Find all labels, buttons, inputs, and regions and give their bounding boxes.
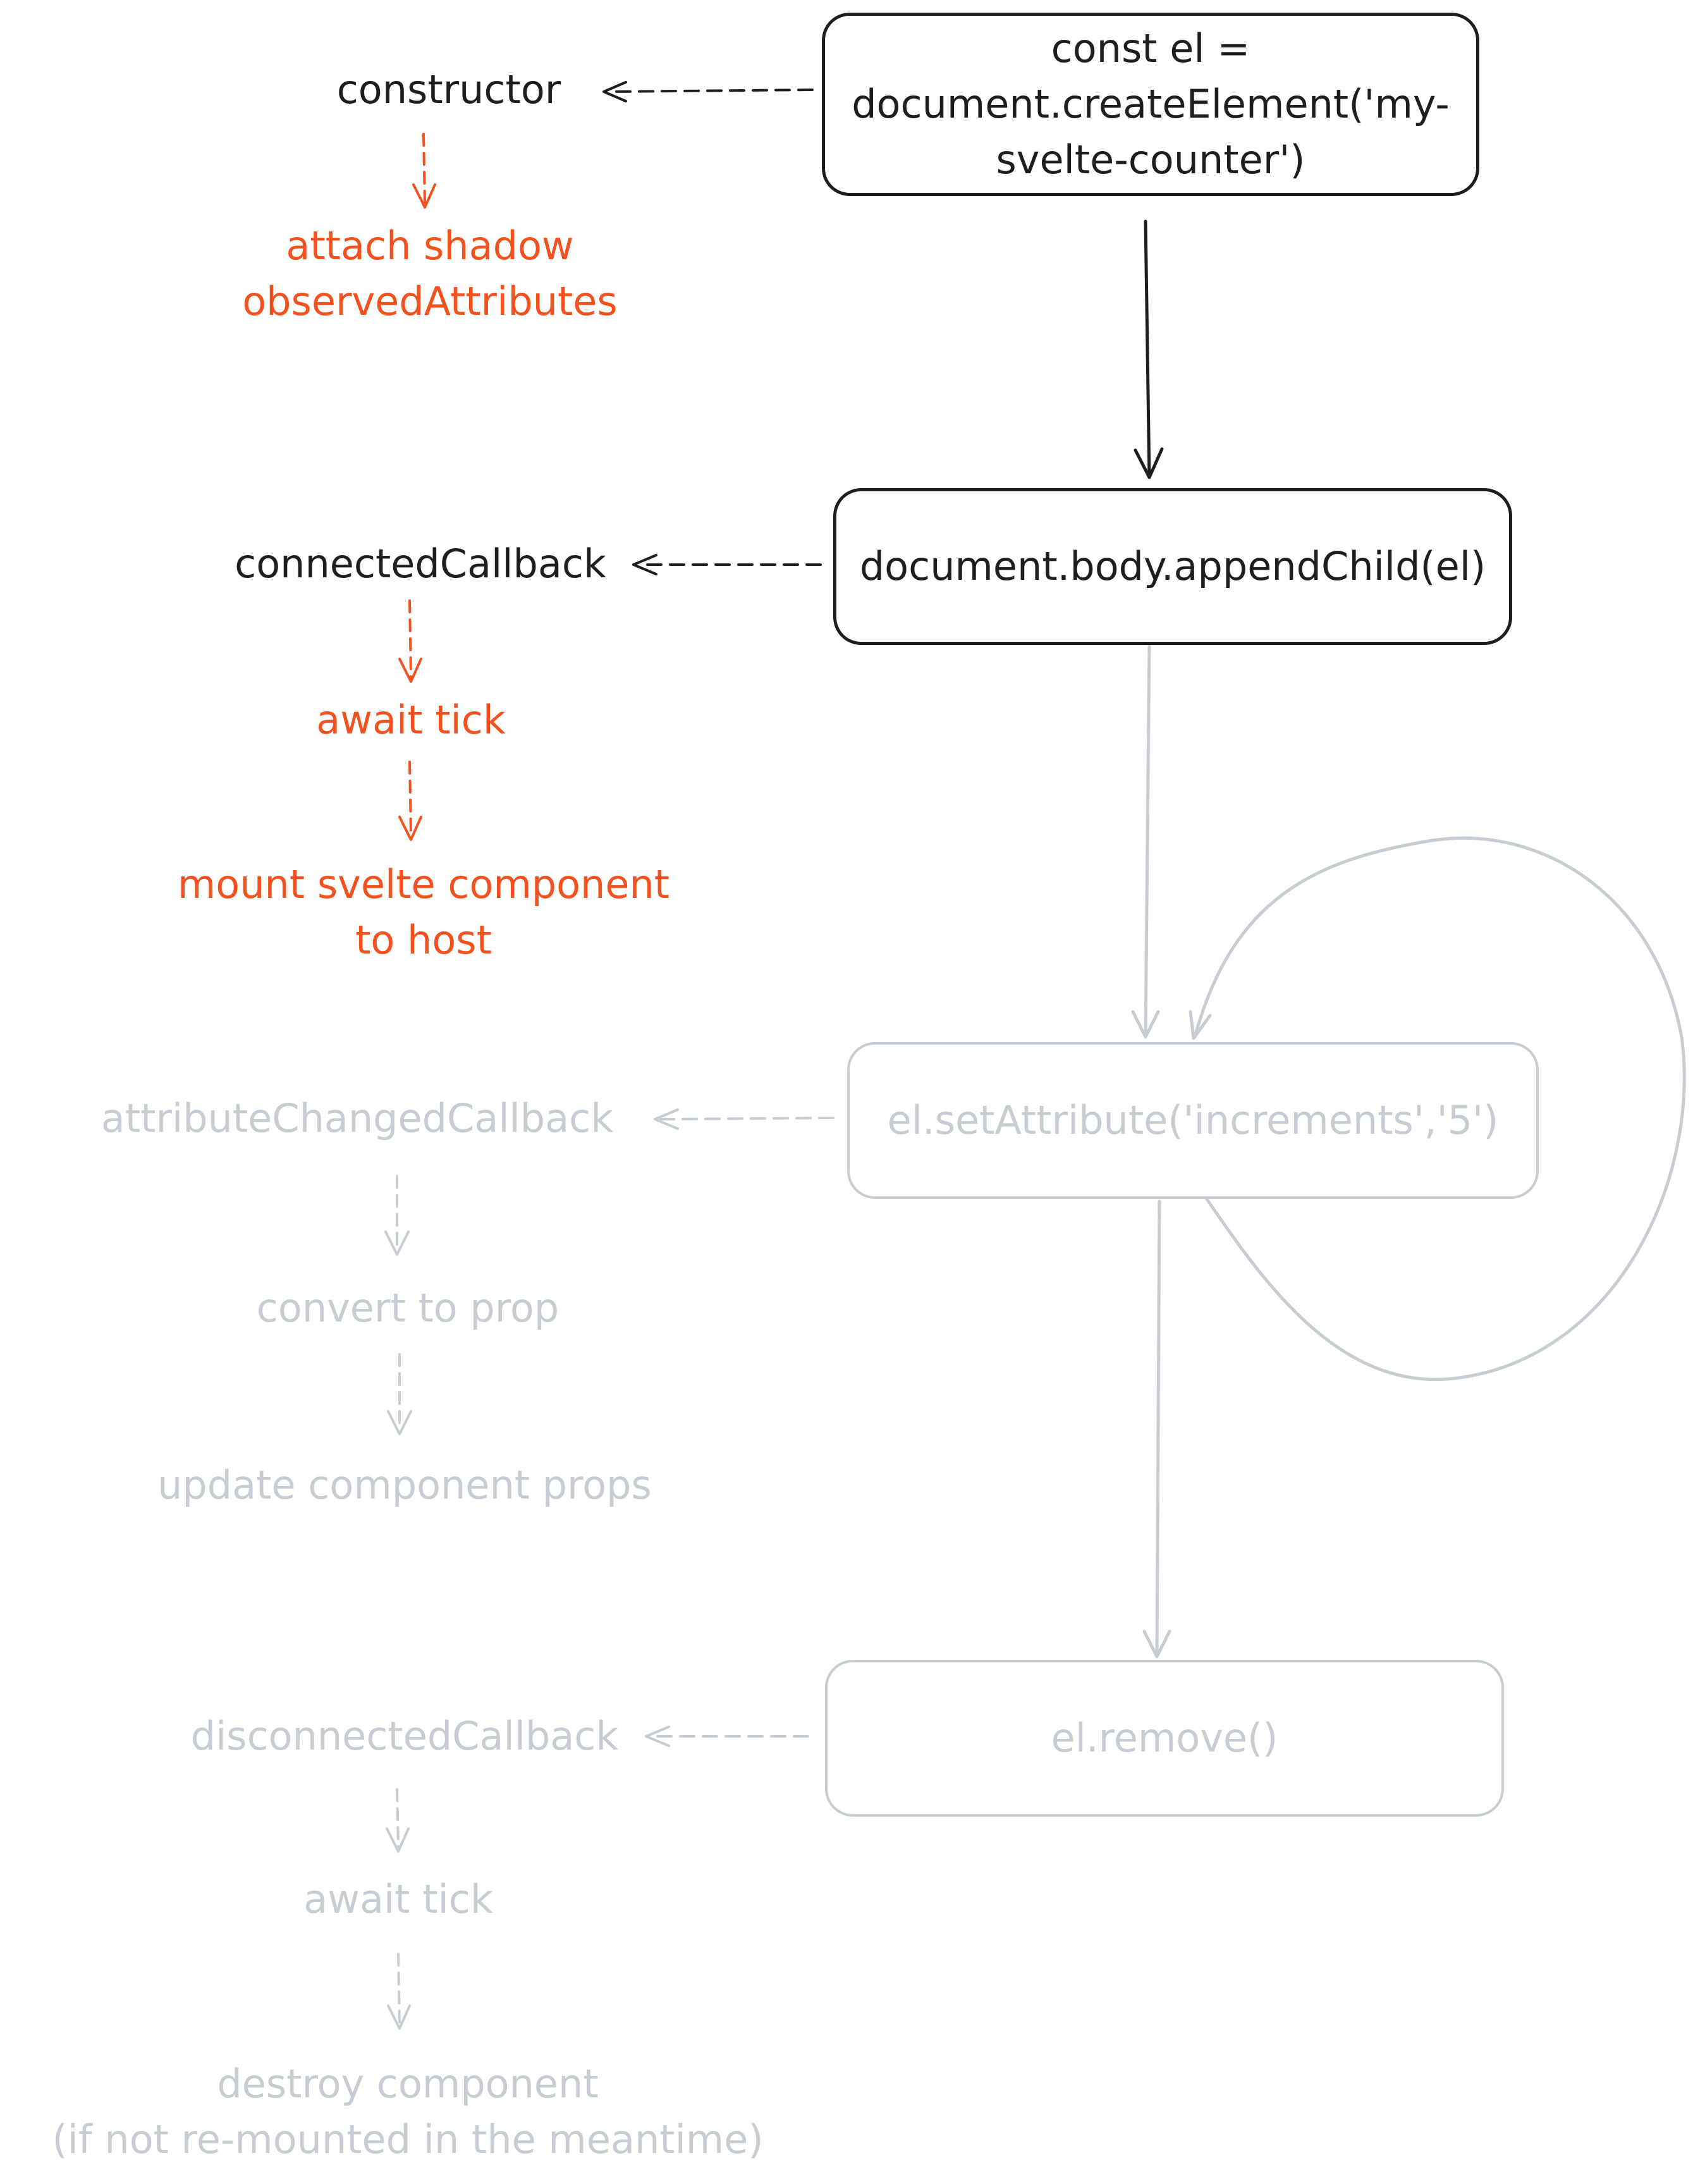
dashed-arrowhead-constructor — [602, 81, 627, 102]
attribute-changed-callback-label: attributeChangedCallback — [101, 1095, 614, 1141]
convert-to-prop-label: convert to prop — [256, 1285, 559, 1331]
chain-remove-2 — [387, 1953, 411, 2030]
dashed-arrowhead-connected — [632, 554, 657, 575]
connected-callback-label: connectedCallback — [235, 541, 606, 587]
dashed-link-attribute — [659, 1117, 834, 1120]
dashed-link-constructor — [609, 89, 814, 93]
chain-append-1 — [398, 599, 422, 683]
append-child-box: document.body.appendChild(el) — [833, 488, 1512, 645]
arrow-append-to-setattribute — [1131, 643, 1160, 1039]
disconnected-callback-label: disconnectedCallback — [190, 1713, 619, 1759]
set-attribute-label: el.setAttribute('increments','5') — [887, 1097, 1499, 1143]
await-tick-remove-label: await tick — [303, 1876, 493, 1922]
self-loop-setattribute — [1189, 837, 1686, 1382]
arrow-setattribute-to-remove — [1142, 1199, 1171, 1659]
await-tick-label: await tick — [316, 697, 506, 743]
append-child-label: document.body.appendChild(el) — [859, 543, 1486, 589]
constructor-label: constructor — [336, 66, 561, 113]
update-props-label: update component props — [157, 1462, 652, 1508]
dashed-arrowhead-attribute — [654, 1108, 679, 1130]
remove-box: el.remove() — [825, 1660, 1504, 1817]
chain-attribute-1 — [384, 1175, 410, 1256]
create-element-line-1: const el = — [1051, 25, 1250, 71]
chain-create — [412, 133, 436, 209]
mount-component-label: mount svelte component to host — [177, 861, 670, 963]
chain-remove-1 — [386, 1788, 410, 1853]
chain-append-2 — [398, 761, 422, 841]
create-element-line-3: svelte-counter') — [996, 137, 1305, 183]
destroy-component-label: destroy component (if not re-mounted in … — [52, 2061, 764, 2163]
arrow-create-to-append — [1134, 219, 1164, 479]
create-element-line-2: document.createElement('my- — [852, 81, 1450, 127]
remove-label: el.remove() — [1051, 1715, 1278, 1761]
chain-attribute-2 — [387, 1353, 412, 1435]
set-attribute-box: el.setAttribute('increments','5') — [847, 1042, 1539, 1199]
dashed-arrowhead-disconnected — [645, 1726, 670, 1747]
attach-shadow-label: attach shadow observedAttributes — [242, 223, 618, 324]
create-element-box: const el = document.createElement('my- s… — [822, 13, 1479, 196]
